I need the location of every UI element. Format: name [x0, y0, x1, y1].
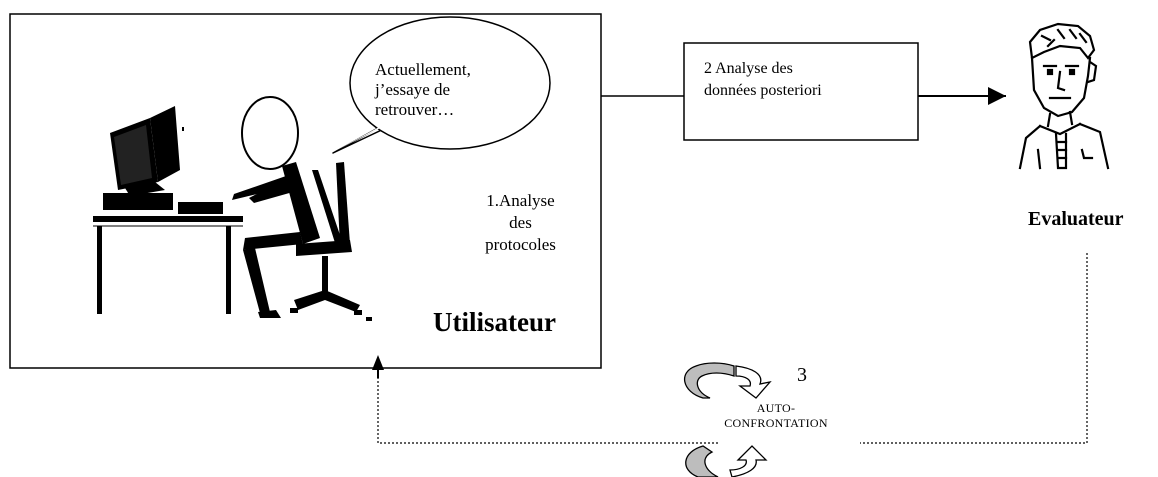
speech-bubble	[332, 16, 551, 154]
step3-number: 3	[797, 364, 807, 386]
person-icon	[232, 96, 372, 321]
arrow-to-user	[372, 355, 384, 370]
cycle-arrows-bottom	[685, 445, 768, 477]
computer-desk-icon	[93, 106, 243, 314]
feedback-path	[860, 253, 1088, 444]
step3-label: AUTO- CONFRONTATION	[724, 401, 828, 430]
evaluator-label: Evaluateur	[1028, 208, 1124, 230]
evaluator-icon	[1018, 22, 1110, 170]
step2-box	[683, 42, 919, 141]
user-label: Utilisateur	[433, 307, 556, 337]
step2-label: 2 Analyse des données posteriori	[704, 60, 822, 99]
cycle-arrows-top	[684, 362, 772, 399]
step1-label: 1.Analyse des protocoles	[485, 191, 556, 255]
speech-bubble-text: Actuellement, j’essaye de retrouver…	[375, 60, 471, 120]
feedback-path-to-user	[377, 375, 718, 444]
user-box	[9, 13, 602, 369]
